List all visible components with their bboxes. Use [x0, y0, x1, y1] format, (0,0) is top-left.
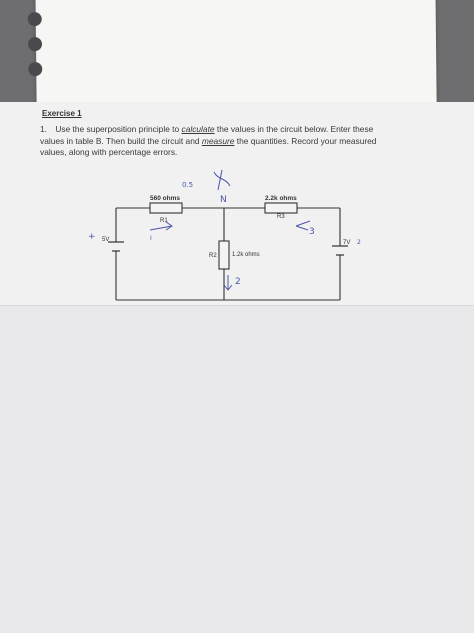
measure-word: measure [201, 135, 235, 146]
circuit-wires [115, 207, 341, 301]
instruction-text: the quantities. Record your measured [234, 135, 377, 146]
r2-name-label: R2 [209, 253, 217, 259]
instruction-text: Use the superposition principle to [55, 124, 182, 134]
r3-value-label: 2.2k ohms [265, 195, 297, 202]
battery-5v [108, 241, 124, 252]
r1-value-label: 560 ohms [150, 195, 180, 202]
handwritten-node-mark: N [220, 195, 227, 205]
handwritten-left-mark: + [88, 232, 96, 242]
resistor-r2 [218, 240, 230, 270]
exercise-heading: Exercise 1 [42, 109, 82, 118]
handwritten-right-mark: 2 [357, 239, 361, 246]
calculate-word: calculate [181, 124, 215, 134]
battery-7v [332, 245, 348, 256]
handwritten-arrows [149, 169, 311, 291]
exercise-instructions: 1. Use the superposition principle to ca… [40, 124, 440, 159]
resistor-r3 [264, 202, 298, 214]
handwritten-note-top: 0.5 [182, 181, 193, 189]
right-source-label: 7V [343, 240, 350, 246]
instruction-text: the values in the circuit below. Enter t… [214, 124, 374, 134]
r1-name-label: R1 [160, 218, 168, 224]
left-source-label: 5V [102, 237, 109, 243]
r2-value-label: 1.2k ohms [232, 252, 260, 258]
lower-paper [0, 305, 474, 633]
resistor-r1 [149, 202, 183, 214]
instruction-line-1: 1. Use the superposition principle to ca… [40, 124, 440, 136]
handwritten-i1: I [150, 235, 152, 242]
r3-name-label: R3 [277, 214, 285, 220]
instruction-text: values in table B. Then build the circui… [40, 135, 202, 146]
handwritten-i3: 3 [309, 227, 315, 237]
instruction-line-3: values, along with percentage errors. [40, 147, 178, 157]
handwritten-i2: 2 [235, 277, 241, 287]
instruction-line-2: values in table B. Then build the circui… [40, 136, 440, 148]
item-number: 1. [40, 124, 47, 134]
